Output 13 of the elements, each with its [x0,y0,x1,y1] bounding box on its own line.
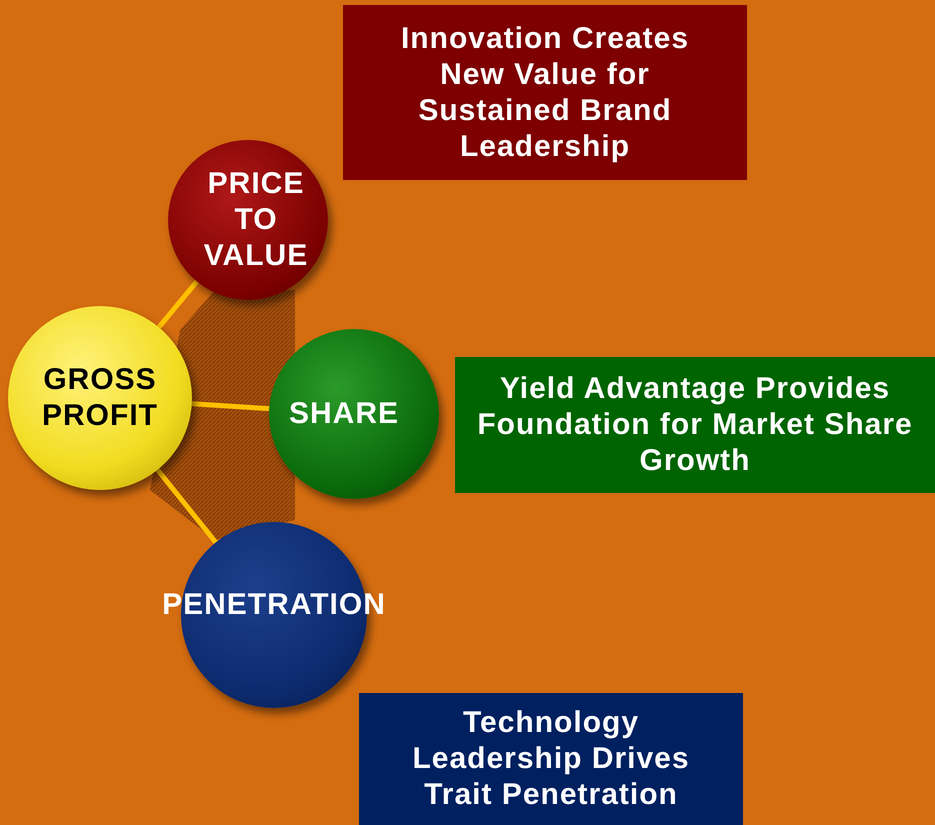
circle-node [269,329,439,499]
box-text: Yield Advantage Provides Foundation for Market Share Growth [476,371,914,479]
connector-line [156,468,218,544]
circle-label: PRICE TO VALUE [202,166,310,274]
connector-line [156,280,199,329]
text-box [455,357,935,493]
text-box [343,5,747,180]
box-text: Innovation Creates New Value for Sustained Brand Leadership [400,20,690,164]
connector-line [192,401,270,412]
circle-label: SHARE [288,396,399,432]
circle-label: GROSS PROFIT [41,362,159,434]
box-text: Technology Leadership Drives Trait Penetration [411,705,691,813]
text-box [359,693,743,825]
